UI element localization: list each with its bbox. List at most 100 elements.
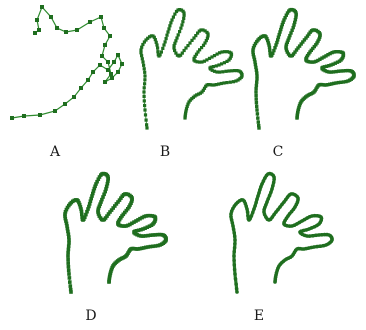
sparse-point [100, 54, 104, 58]
smoothed-point [69, 288, 73, 292]
sparse-point [55, 26, 59, 30]
final-contour-point [233, 268, 237, 272]
panel-a-sparse-points [10, 5, 124, 120]
smoothed-point [67, 272, 71, 276]
sparse-point [72, 95, 76, 99]
dense-point [140, 54, 143, 57]
dense-point [169, 21, 172, 24]
dense-point [165, 34, 168, 37]
sparse-point [10, 116, 14, 120]
sparse-point [116, 53, 120, 57]
sparse-point [38, 113, 42, 117]
dense-point [144, 113, 147, 116]
dense-point [183, 116, 186, 119]
sparse-point [49, 15, 53, 19]
resampled-point [268, 46, 271, 49]
final-contour-point [311, 234, 315, 238]
dense-point [162, 43, 165, 46]
resampled-point [254, 87, 257, 90]
panel-label-b: B [160, 144, 170, 160]
dense-point [143, 67, 146, 70]
final-contour-point [234, 277, 238, 281]
final-contour-point [230, 218, 234, 222]
final-contour-point [273, 280, 277, 284]
final-contour-point [251, 211, 255, 215]
resampled-point [257, 120, 260, 123]
final-contour-point [246, 210, 250, 214]
sparse-point [40, 5, 44, 9]
panel-label-d: D [85, 308, 96, 324]
final-contour-point [271, 184, 275, 188]
final-contour-point [253, 204, 257, 208]
final-contour-point [233, 242, 237, 246]
dense-point [143, 78, 146, 81]
smoothed-point [67, 248, 71, 252]
dense-point [168, 24, 171, 27]
final-contour-point [255, 197, 259, 201]
dense-point [142, 64, 145, 67]
dense-point [145, 126, 148, 129]
smoothed-point [66, 251, 70, 255]
dense-point [142, 90, 145, 93]
final-contour-point [232, 254, 236, 258]
sparse-point [99, 15, 103, 19]
smoothed-point [67, 244, 71, 248]
dense-point [218, 71, 221, 74]
smoothed-point [66, 254, 70, 258]
sparse-point [110, 76, 114, 80]
resampled-point [255, 101, 258, 104]
sparse-point [106, 60, 110, 64]
final-contour-point [234, 282, 238, 286]
smoothed-point [68, 276, 72, 280]
dense-point [230, 69, 233, 72]
smoothed-point [66, 258, 70, 262]
dense-point [143, 95, 146, 98]
dense-point [143, 82, 146, 85]
dense-point [180, 23, 183, 26]
smoothed-point [107, 280, 111, 284]
final-contour-point [235, 287, 239, 291]
sparse-point [53, 109, 57, 113]
dense-point [145, 123, 148, 126]
dense-point [143, 86, 146, 89]
dense-point [223, 61, 226, 64]
dense-point [178, 30, 181, 33]
resampled-point [255, 105, 258, 108]
sparse-point [64, 30, 68, 34]
final-contour-point [272, 178, 276, 182]
sparse-point [33, 31, 37, 35]
final-contour-point [269, 191, 273, 195]
panel-label-e: E [254, 308, 264, 324]
final-contour-point [272, 181, 276, 185]
dense-point [175, 36, 178, 39]
panel-b-dense-points [139, 8, 243, 130]
dense-point [182, 17, 185, 20]
resampled-point [256, 112, 259, 115]
panel-d-smoothed-points [63, 172, 168, 294]
dense-point [172, 16, 175, 19]
sparse-point [103, 80, 107, 84]
final-contour-point [231, 221, 235, 225]
resampled-point [256, 116, 259, 119]
sparse-point [102, 26, 106, 30]
dense-point [164, 40, 167, 43]
final-contour-point [233, 272, 237, 276]
dense-point [156, 47, 159, 50]
final-contour-point [232, 250, 236, 254]
panel-e-final-contour [229, 172, 334, 294]
final-contour-point [254, 201, 258, 205]
dense-point [179, 27, 182, 30]
resampled-point [255, 84, 258, 87]
dense-point [143, 74, 146, 77]
final-contour-point [231, 224, 235, 228]
dense-point [181, 20, 184, 23]
panel-label-a: A [49, 144, 61, 160]
final-contour-point [250, 214, 254, 218]
smoothed-point [69, 284, 73, 288]
dense-point [139, 51, 142, 54]
dense-point [155, 43, 158, 46]
sparse-point [103, 43, 107, 47]
resampled-point [272, 49, 275, 52]
final-contour-point [308, 234, 312, 238]
